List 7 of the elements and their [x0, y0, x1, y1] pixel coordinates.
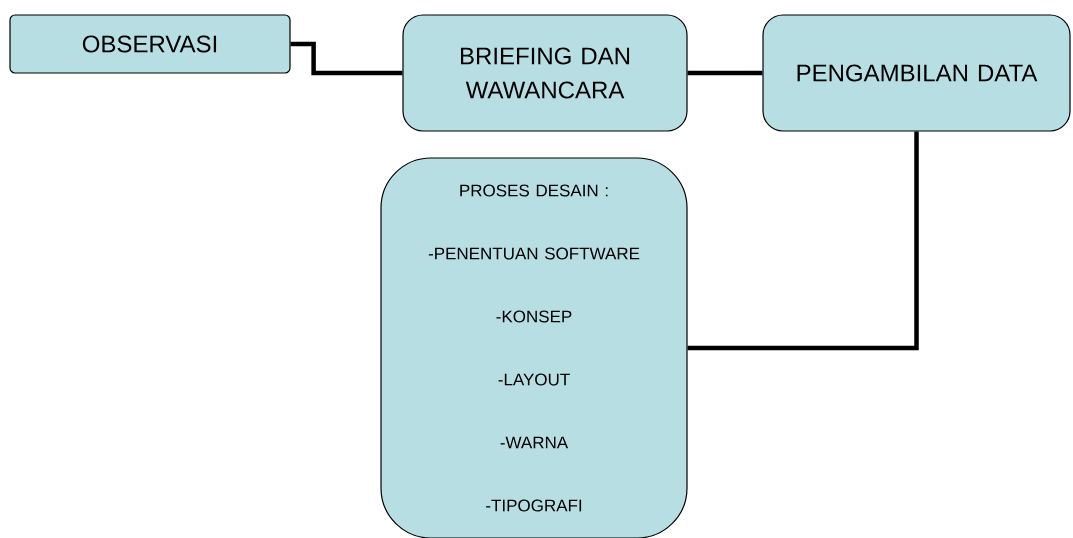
connector-line — [290, 41, 403, 76]
connector-line — [687, 131, 919, 351]
process-box: OBSERVASI — [9, 14, 291, 74]
process-box: PROSES DESAIN : -PENENTUAN SOFTWARE -KONSEP -LAYOUT -WARNA -TIPOGRAFI — [380, 157, 688, 538]
process-box: PENGAMBILAN DATA — [762, 14, 1071, 132]
connector-line — [687, 70, 763, 76]
process-box: BRIEFING DAN WAWANCARA — [402, 14, 688, 132]
